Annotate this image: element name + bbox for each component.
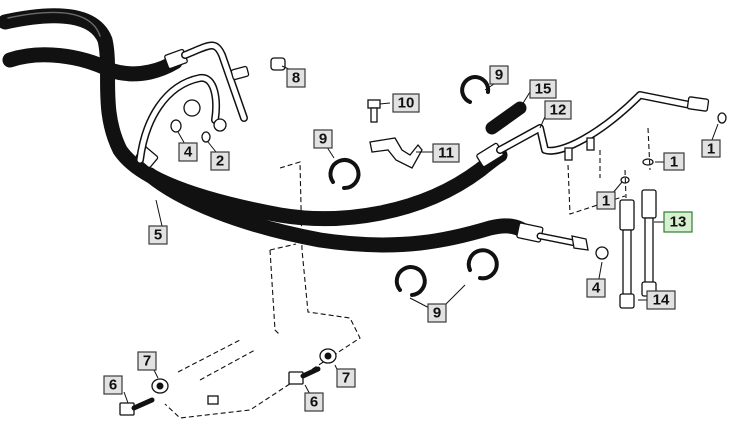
- callout-1-right-edge: 1: [701, 139, 721, 158]
- callout-label: 6: [310, 394, 318, 411]
- callout-label: 7: [143, 353, 151, 370]
- bolt-10: [367, 99, 381, 123]
- callout-9-middle: 9: [313, 129, 333, 149]
- washer-7-left: [151, 378, 169, 394]
- callout-label: 4: [184, 144, 193, 161]
- hose-clamps: [328, 75, 499, 297]
- main-hose-lower: [2, 47, 533, 253]
- callout-label: 12: [550, 102, 567, 119]
- callout-1-lower: 1: [596, 191, 616, 210]
- cylinder-fittings: [619, 189, 657, 309]
- callout-4-left: 4: [178, 142, 198, 162]
- callout-label: 1: [707, 141, 715, 158]
- callout-label: 7: [342, 370, 350, 387]
- callout-label: 13: [670, 214, 687, 231]
- callout-label: 1: [602, 193, 610, 210]
- callout-label: 9: [319, 131, 327, 148]
- callout-label: 1: [670, 154, 678, 171]
- mounting-bracket-dashed: [164, 161, 361, 419]
- callout-1-upper: 1: [663, 152, 685, 171]
- callout-8: 8: [286, 68, 306, 88]
- callout-9-top: 9: [489, 65, 509, 85]
- callout-label: 9: [495, 67, 503, 84]
- callout-11: 11: [432, 143, 460, 163]
- callout-label: 2: [216, 153, 224, 170]
- callout-2: 2: [210, 151, 230, 171]
- callout-label: 14: [653, 292, 670, 309]
- callout-14: 14: [646, 290, 676, 310]
- steel-tube-right: [496, 91, 710, 161]
- callout-label: 10: [398, 95, 415, 112]
- callout-9-bottom: 9: [427, 303, 447, 323]
- callout-label: 8: [292, 70, 300, 87]
- callout-5: 5: [148, 225, 168, 245]
- bolt-6-left: [119, 397, 155, 416]
- bolt-6-right: [288, 366, 321, 385]
- callout-label: 4: [592, 280, 601, 297]
- hose-sleeve-15: [485, 101, 527, 135]
- washer-7-right: [319, 348, 337, 364]
- dashed-guides-right: [567, 127, 651, 215]
- callout-6-left: 6: [103, 375, 123, 395]
- callout-12: 12: [544, 100, 572, 120]
- callout-6-right: 6: [304, 392, 324, 412]
- callout-7-right: 7: [336, 368, 356, 388]
- callout-13-highlighted: 13: [663, 211, 693, 233]
- callout-10: 10: [392, 93, 420, 113]
- callout-label: 5: [154, 227, 162, 244]
- steel-tube-left: [136, 41, 250, 164]
- callout-label: 9: [433, 305, 441, 322]
- main-hose-upper: [0, 8, 508, 226]
- callout-7-left: 7: [137, 351, 157, 371]
- callout-label: 11: [438, 145, 454, 162]
- callout-15: 15: [529, 79, 557, 99]
- plug-part-8: [270, 57, 286, 71]
- callout-label: 15: [535, 81, 552, 98]
- o-ring-parts: [170, 112, 727, 260]
- callout-label: 6: [109, 377, 117, 394]
- bracket-11: [369, 137, 423, 169]
- callout-4-right: 4: [586, 278, 606, 298]
